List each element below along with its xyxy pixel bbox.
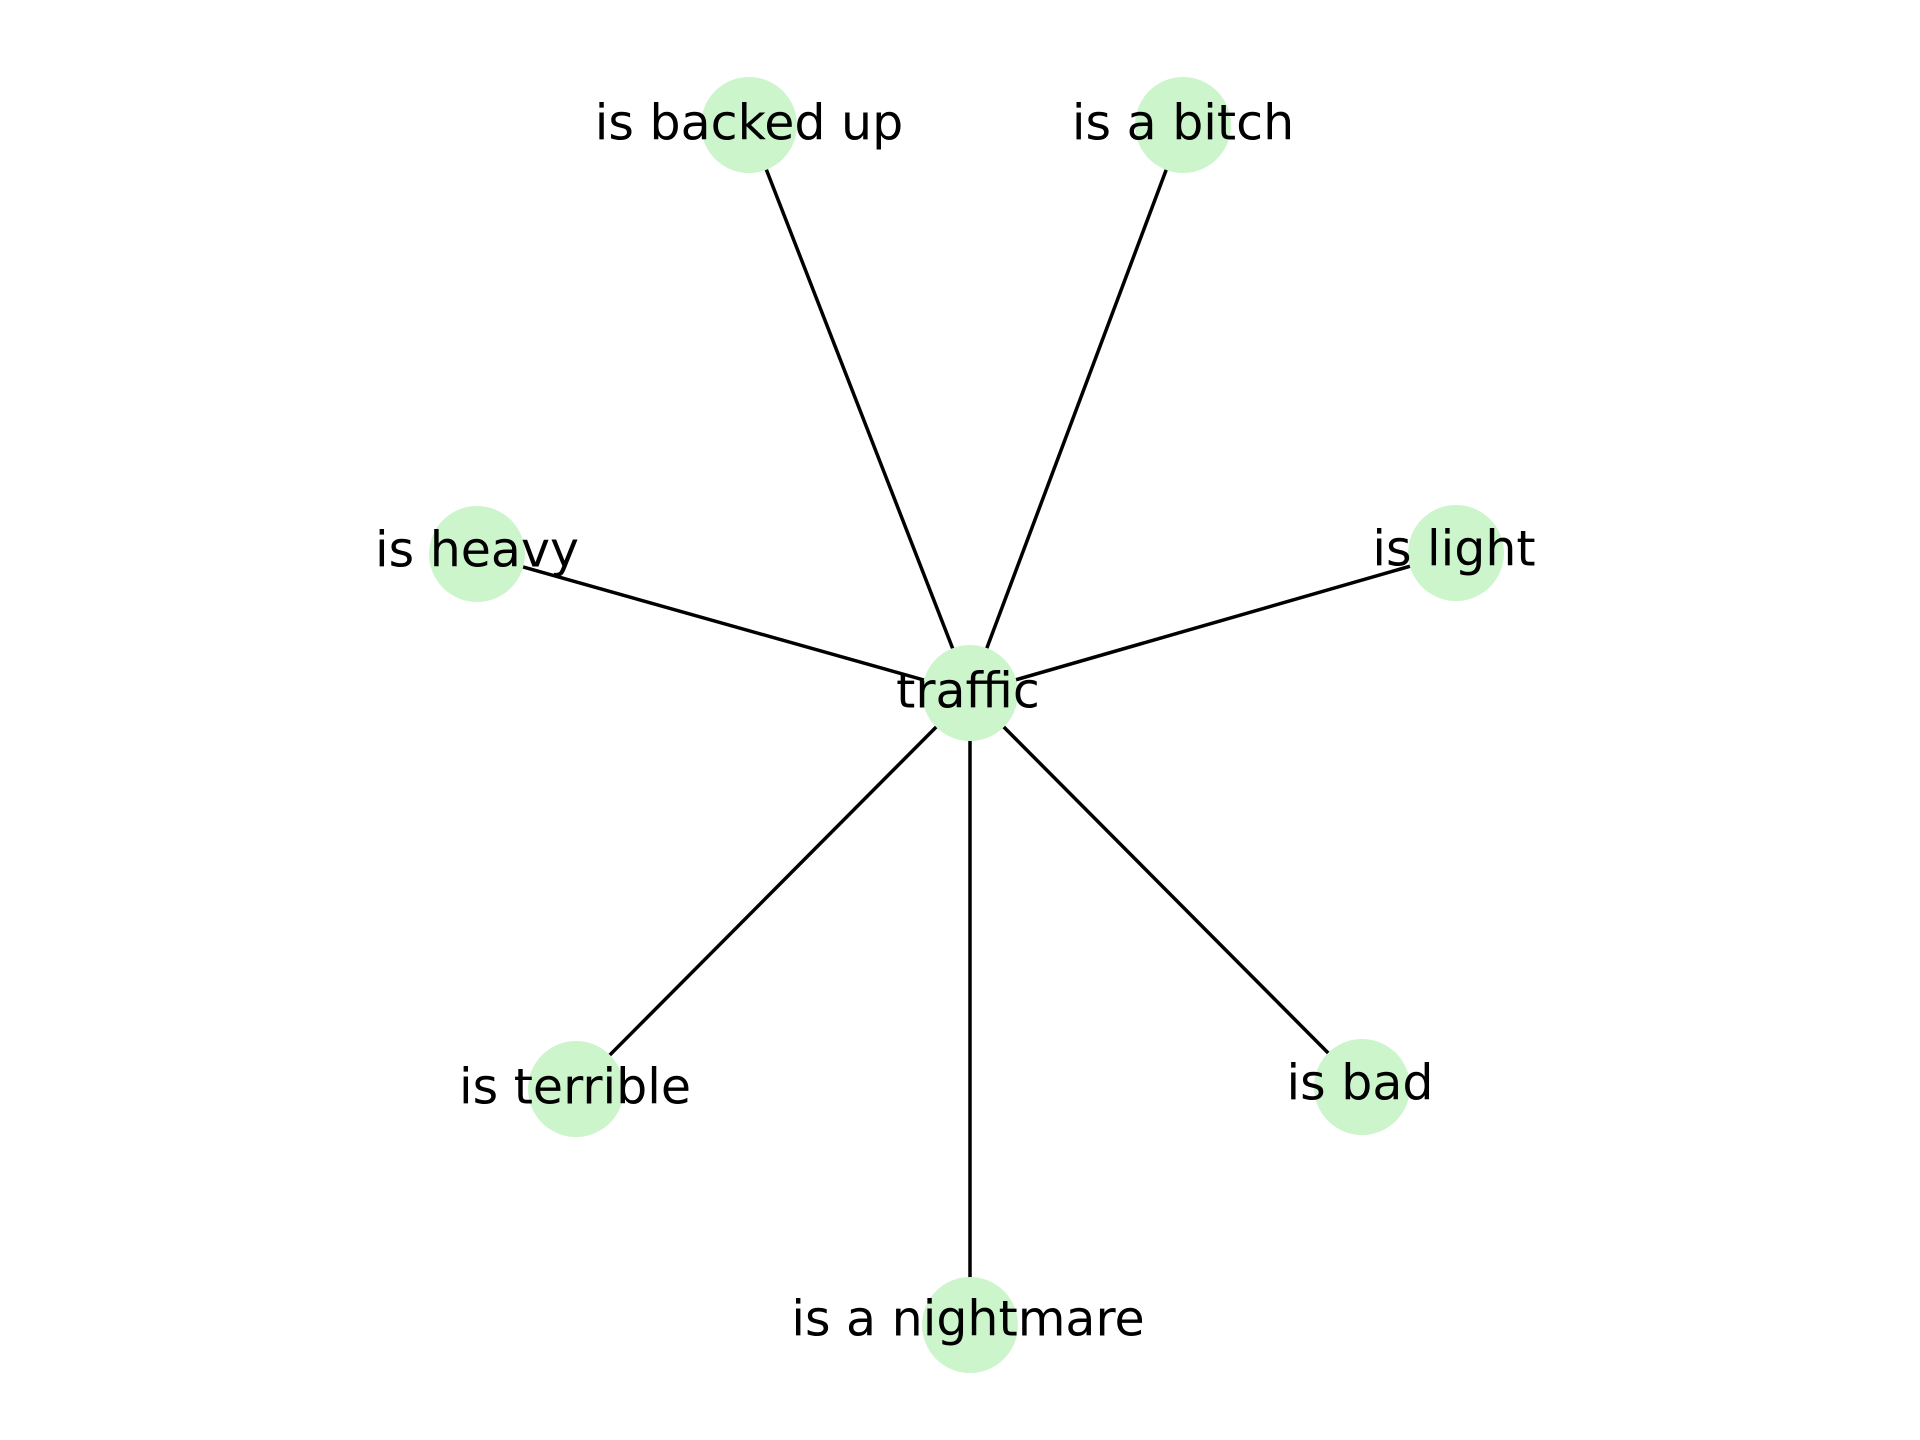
edges	[476, 124, 1457, 1325]
edge-traffic-is-light	[969, 551, 1457, 695]
node-circle-is-bad	[1314, 1039, 1410, 1135]
node-label-is-light: is light	[1372, 521, 1535, 578]
node-circle-center	[922, 645, 1018, 741]
edge-traffic-is-backed-up	[747, 124, 972, 694]
node-label-is-heavy: is heavy	[375, 522, 579, 579]
node-circle-is-heavy	[429, 506, 525, 602]
node-circle-is-backed-up	[701, 77, 797, 173]
node-circle-is-a-bitch	[1135, 77, 1231, 173]
node-circle-is-terrible	[528, 1041, 624, 1137]
edge-traffic-is-terrible	[574, 691, 972, 1091]
node-circle-is-a-nightmare	[922, 1277, 1018, 1373]
node-label-center: traffic	[896, 663, 1040, 720]
node-label-is-a-nightmare: is a nightmare	[791, 1291, 1144, 1348]
node-label-is-backed-up: is backed up	[595, 95, 903, 152]
edge-traffic-is-bad	[968, 691, 1364, 1089]
node-label-is-terrible: is terrible	[459, 1059, 691, 1116]
edge-traffic-is-heavy	[476, 552, 971, 695]
node-label-is-bad: is bad	[1287, 1055, 1434, 1112]
node-circle-is-light	[1408, 505, 1504, 601]
labels: traffic is backed up is a bitch is heavy…	[375, 95, 1536, 1348]
nodes	[429, 77, 1504, 1373]
node-label-is-a-bitch: is a bitch	[1072, 95, 1294, 152]
edge-traffic-is-a-bitch	[968, 124, 1185, 694]
